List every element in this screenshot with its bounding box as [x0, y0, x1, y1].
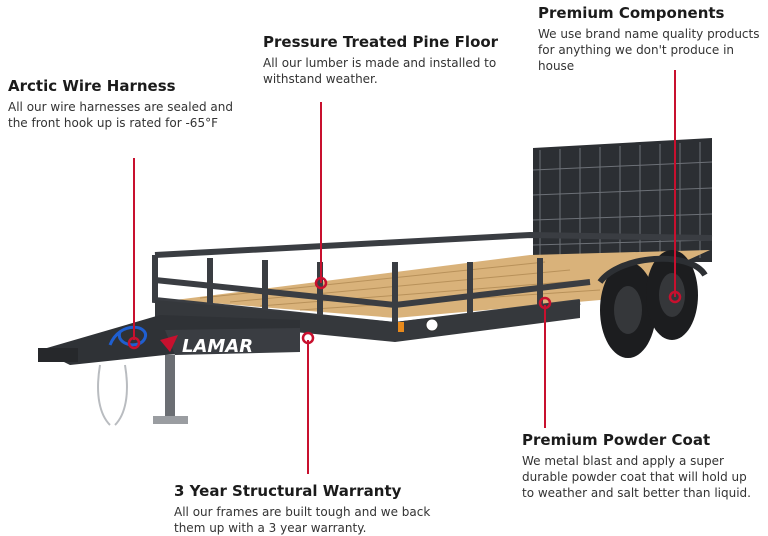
wire-harness [108, 325, 147, 347]
callout-pine-floor: Pressure Treated Pine Floor All our lumb… [263, 33, 503, 87]
safety-chains [97, 364, 128, 426]
callout-body: We metal blast and apply a super durable… [522, 454, 751, 500]
jack-stand [153, 355, 188, 424]
callout-title: Premium Components [538, 4, 725, 22]
callout-body: All our lumber is made and installed to … [263, 56, 497, 86]
callout-body: All our wire harnesses are sealed and th… [8, 100, 233, 130]
callout-premium-components: Premium Components We use brand name qua… [538, 4, 768, 74]
rear-ramp-gate [532, 138, 713, 262]
lamar-logo: LAMAR [160, 335, 253, 357]
side-marker-light [398, 322, 404, 332]
callout-title: Pressure Treated Pine Floor [263, 33, 499, 51]
callout-title: 3 Year Structural Warranty [174, 482, 402, 500]
callout-markers [127, 276, 682, 350]
tires [597, 250, 708, 358]
badge-emblem [425, 318, 439, 332]
callout-arctic-wire-harness: Arctic Wire Harness All our wire harness… [8, 77, 248, 131]
callout-title: Premium Powder Coat [522, 431, 711, 449]
callout-powder-coat: Premium Powder Coat We metal blast and a… [522, 431, 762, 501]
side-frame [155, 300, 580, 342]
callout-leaders [133, 70, 676, 474]
callout-structural-warranty: 3 Year Structural Warranty All our frame… [174, 482, 434, 536]
callout-title: Arctic Wire Harness [8, 77, 176, 95]
callout-body: All our frames are built tough and we ba… [174, 505, 431, 535]
svg-text:LAMAR: LAMAR [182, 336, 253, 357]
callout-body: We use brand name quality products for a… [538, 27, 760, 73]
